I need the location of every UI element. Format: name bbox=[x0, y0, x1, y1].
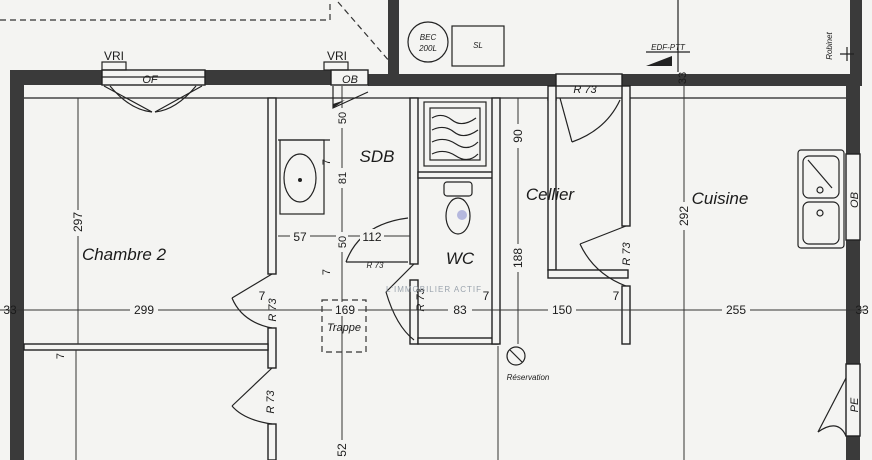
door-sdb: R 73 bbox=[345, 217, 409, 270]
door-cellier-side: R 73 bbox=[579, 225, 633, 287]
vri-left-box bbox=[101, 61, 127, 71]
door-lower: R 73 bbox=[231, 367, 277, 425]
dim-door-7-left: 7 bbox=[259, 289, 266, 303]
door-pe: PE bbox=[817, 363, 861, 437]
dim-left-33: 33 bbox=[3, 303, 17, 317]
dim-cellier-150: 150 bbox=[552, 303, 572, 317]
dim-bottom-52: 52 bbox=[335, 443, 349, 457]
vri-right-label: VRI bbox=[327, 49, 347, 63]
dim-sdb-81: 81 bbox=[337, 172, 349, 184]
trappe-label: Trappe bbox=[327, 322, 361, 334]
room-chambre-2: Chambre 2 bbox=[82, 245, 167, 264]
door-wc-label: R 73 bbox=[415, 288, 427, 312]
edf-label: EDF-PTT bbox=[651, 43, 686, 52]
bec-capacity-label: 200L bbox=[418, 44, 437, 53]
door-wc: R 73 bbox=[385, 263, 427, 341]
kitchen-sink-icon bbox=[797, 149, 845, 249]
pe-label: PE bbox=[849, 397, 861, 412]
dim-cuisine-292: 292 bbox=[677, 206, 691, 226]
dim-cuisine-33: 33 bbox=[677, 72, 689, 84]
water-heater: BEC 200L bbox=[407, 21, 449, 63]
door-sdb-label: R 73 bbox=[367, 261, 384, 270]
door-lower-label: R 73 bbox=[265, 390, 277, 414]
ob-kitchen-label: OB bbox=[849, 192, 861, 208]
of-label: OF bbox=[142, 74, 159, 86]
dim-cellier-188: 188 bbox=[511, 248, 525, 268]
dimension-labels: 297 299 33 33 50 81 50 7 7 57 112 169 7 … bbox=[3, 72, 869, 460]
toilet-icon bbox=[443, 181, 473, 235]
trappe-hatch: Trappe bbox=[321, 299, 367, 353]
room-cellier: Cellier bbox=[526, 185, 576, 204]
dim-sdb-169: 169 bbox=[335, 303, 355, 317]
dim-sdb-57: 57 bbox=[293, 230, 307, 244]
window-ob-kitchen: OB bbox=[845, 153, 861, 241]
dim-chambre-width: 299 bbox=[134, 303, 154, 317]
room-sdb: SDB bbox=[360, 147, 395, 166]
door-chambre: R 73 bbox=[231, 273, 279, 329]
room-wc: WC bbox=[446, 249, 475, 268]
robinet-icon bbox=[840, 47, 854, 61]
dim-right-33: 33 bbox=[855, 303, 869, 317]
room-cuisine: Cuisine bbox=[692, 189, 749, 208]
door-cellier-side-label: R 73 bbox=[621, 242, 633, 266]
reservation-marker: Réservation bbox=[506, 346, 550, 382]
bec-label: BEC bbox=[420, 33, 437, 42]
robinet-label: Robinet bbox=[825, 31, 834, 59]
window-ob-top: OB bbox=[330, 69, 369, 109]
dim-sdb-50-top: 50 bbox=[337, 112, 349, 124]
dim-cellier-90: 90 bbox=[511, 129, 525, 143]
dim-sdb-50-mid: 50 bbox=[337, 236, 349, 248]
dim-wc-7: 7 bbox=[483, 289, 490, 303]
dim-sdb-7b: 7 bbox=[321, 269, 333, 275]
dim-cuisine-255: 255 bbox=[726, 303, 746, 317]
reservation-label: Réservation bbox=[507, 373, 550, 382]
sl-unit bbox=[451, 25, 505, 67]
exterior-walls bbox=[10, 70, 860, 460]
dim-wc-83: 83 bbox=[453, 303, 467, 317]
dim-door-7-lower: 7 bbox=[55, 353, 67, 359]
exterior-dashed-outline bbox=[0, 1, 391, 63]
dim-chambre-height: 297 bbox=[71, 212, 85, 232]
sl-label: SL bbox=[473, 41, 483, 50]
edf-ptt-box: EDF-PTT bbox=[646, 43, 690, 66]
vri-left-label: VRI bbox=[104, 49, 124, 63]
vri-right-box bbox=[323, 61, 349, 71]
door-cellier-top-label: R 73 bbox=[573, 84, 597, 96]
door-cellier-top: R 73 bbox=[555, 73, 623, 143]
interior-walls bbox=[23, 85, 846, 460]
annex-walls bbox=[388, 0, 862, 86]
window-of: OF bbox=[101, 69, 206, 113]
ob-top-label: OB bbox=[342, 74, 358, 86]
dim-cellier-7: 7 bbox=[613, 289, 620, 303]
dim-sdb-112: 112 bbox=[362, 230, 381, 244]
watermark: L'IMMOBILIER ACTIF bbox=[386, 285, 482, 294]
dim-sdb-7a: 7 bbox=[321, 159, 333, 165]
washbasin-icon bbox=[279, 139, 325, 215]
shower-tray-icon bbox=[423, 101, 487, 167]
